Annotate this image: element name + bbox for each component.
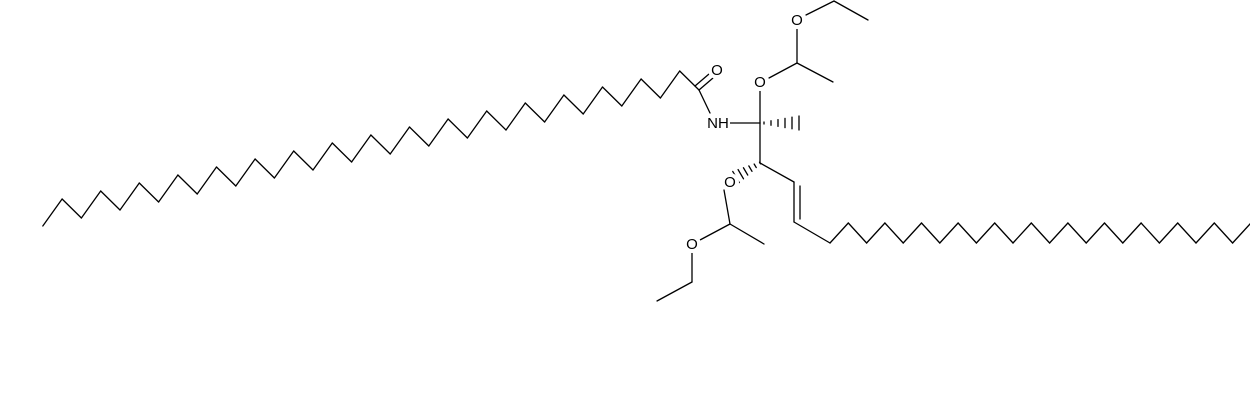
acyl-chain-bond [331,142,353,163]
acyl-chain-bond [466,110,488,139]
alkyl-tail-bond [1103,222,1124,244]
acyl-chain-bond [215,166,237,187]
alkyl-tail-bond [1177,222,1197,244]
ethoxy-bond-upper [833,0,869,21]
alkyl-tail-bond [902,222,923,244]
acyl-chain-bond [61,198,83,219]
carbonyl-oxygen-atom: O [708,61,726,79]
acyl-chain-bond [428,118,449,147]
alkyl-tail-bond [1122,222,1142,244]
acyl-chain-bond [679,70,700,91]
acyl-chain-bond [447,118,469,139]
acyl-chain-bond [486,110,507,131]
acyl-chain-bond [157,174,179,203]
acyl-chain-bond [563,94,584,115]
amide-nitrogen-label: NH [707,115,729,132]
alkyl-tail-bond [920,222,941,244]
acyl-chain-bond [312,142,333,171]
alkyl-tail-bond [1158,222,1179,244]
alkyl-tail-bond [793,221,831,244]
o-hashed-bond-lower [753,163,757,169]
ether-oxygen-upper-2-atom: O [788,11,806,29]
carbonyl-double-bond [698,77,714,91]
ether-oxygen-upper-1-label: O [754,74,766,91]
alkyl-tail-bond [1067,222,1087,244]
ethoxy-bond-lower [656,281,693,302]
alkyl-tail-bond [975,222,996,244]
atom-labels: O NH O O O O [683,11,806,253]
carbonyl-double-bond [694,73,710,87]
ether-oxygen-lower-2-label: O [686,236,698,253]
acyl-chain-bond [621,78,642,107]
acyl-chain-bond [273,150,295,179]
o-acetal-bond-lower [723,189,731,225]
alkyl-tail-bond [1085,222,1106,244]
alkyl-tail-bond [829,222,849,244]
acyl-chain-bond [254,158,276,179]
alkyl-tail-bond [1213,222,1234,244]
ether-oxygen-upper-2-label: O [791,12,803,29]
alkyl-tail-bond [957,222,978,244]
ethoxy-bond-upper [805,0,835,16]
acyl-chain-bond [408,126,430,147]
alkyl-tail-bond [847,222,868,244]
alkyl-tail-bond [865,222,886,244]
acyl-chain-bond [119,182,140,211]
acyl-chain-bond [601,86,623,107]
alkyl-tail-bond [939,222,959,244]
acyl-chain-bond [370,134,391,155]
acyl-chain-bond [196,166,218,195]
alkyl-tail-bond [1012,222,1032,244]
o-hashed-bond-lower [742,167,749,176]
carbonyl-oxygen-label: O [711,62,723,79]
alkyl-tail-bond [1030,222,1051,244]
acyl-chain-bond [640,78,662,99]
acyl-chain-bond [42,198,63,227]
ether-oxygen-upper-1-atom: O [751,73,769,91]
ch-vinyl-bond [759,162,795,183]
acyl-chain-bond [524,102,546,123]
alkyl-tail-bond [1231,223,1250,244]
acyl-chain-bond [389,126,411,155]
o-acetal-bond-upper [768,62,798,79]
alkyl-tail-bond [1048,222,1069,244]
alkyl-tail-bond [1195,222,1215,244]
acyl-chain-bond [543,94,565,123]
alkyl-tail-bond [1140,222,1161,244]
acyl-chain-bond [659,70,681,99]
acyl-chain-bond [505,102,526,131]
acyl-chain-bond [177,174,198,195]
ether-oxygen-lower-1-label: O [724,174,736,191]
alkyl-tail-bond [884,222,904,244]
amide-nitrogen-atom: NH [706,114,730,132]
alkyl-tail-bond [994,222,1014,244]
acyl-chain-bond [80,190,102,219]
amide-c-n-bond [698,89,711,114]
ether-oxygen-lower-1-atom: O [721,173,739,191]
acetal-methyl-bond-lower [729,223,765,245]
acyl-chain-bond [582,86,604,115]
o-hashed-bond-lower [748,165,753,172]
ether-oxygen-lower-2-atom: O [683,235,701,253]
acyl-chain-bond [138,182,160,203]
bond-network [42,0,1250,302]
acyl-chain-bond [350,134,372,163]
o-hashed-bond-lower [737,168,745,180]
acyl-chain-bond [235,158,256,187]
acetal-o-bond-lower [699,223,731,241]
acetal-methyl-bond-upper [796,62,834,83]
acyl-chain-bond [293,150,314,171]
acyl-chain-bond [100,190,121,211]
